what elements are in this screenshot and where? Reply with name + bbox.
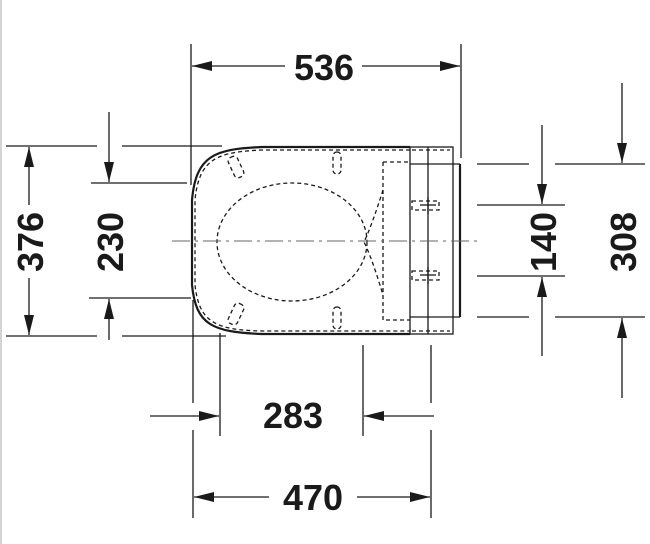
dimension-label-470: 470	[283, 477, 343, 518]
dimension-230: 230	[89, 112, 191, 340]
arrow-down-icon	[104, 162, 114, 182]
arrow-down-icon	[24, 315, 34, 335]
bumper-pad	[227, 302, 245, 326]
fixing-point-icon	[411, 197, 440, 214]
dimension-label-230: 230	[90, 212, 131, 272]
arrow-right-icon	[410, 492, 430, 502]
dimension-140: 140	[477, 125, 565, 356]
arrow-right-icon	[199, 411, 219, 421]
dimension-536: 536	[190, 44, 462, 185]
fixing-point-icon	[411, 267, 440, 284]
bumper-pad	[227, 155, 245, 179]
dimension-283: 283	[150, 333, 434, 436]
arrow-left-icon	[194, 492, 214, 502]
arrow-up-icon	[24, 147, 34, 167]
dimension-label-376: 376	[10, 212, 51, 272]
dimension-470: 470	[192, 300, 432, 518]
dimension-label-536: 536	[294, 47, 354, 88]
arrow-right-icon	[440, 61, 460, 71]
bumper-pad	[332, 151, 342, 175]
dimension-label-283: 283	[263, 395, 323, 436]
dimension-376: 376	[6, 145, 226, 337]
arrow-up-icon	[104, 299, 114, 319]
seat-opening	[216, 182, 368, 302]
arrow-left-icon	[192, 61, 212, 71]
dimension-308: 308	[477, 83, 645, 398]
arrow-down-icon	[617, 143, 627, 163]
arrow-down-icon	[537, 184, 547, 204]
arrow-up-icon	[537, 277, 547, 297]
arrow-left-icon	[364, 411, 384, 421]
toilet-seat-outline	[172, 145, 482, 336]
dimension-label-140: 140	[523, 212, 564, 272]
arrow-up-icon	[617, 318, 627, 338]
bumper-pad	[332, 306, 342, 330]
dimension-label-308: 308	[603, 212, 644, 272]
